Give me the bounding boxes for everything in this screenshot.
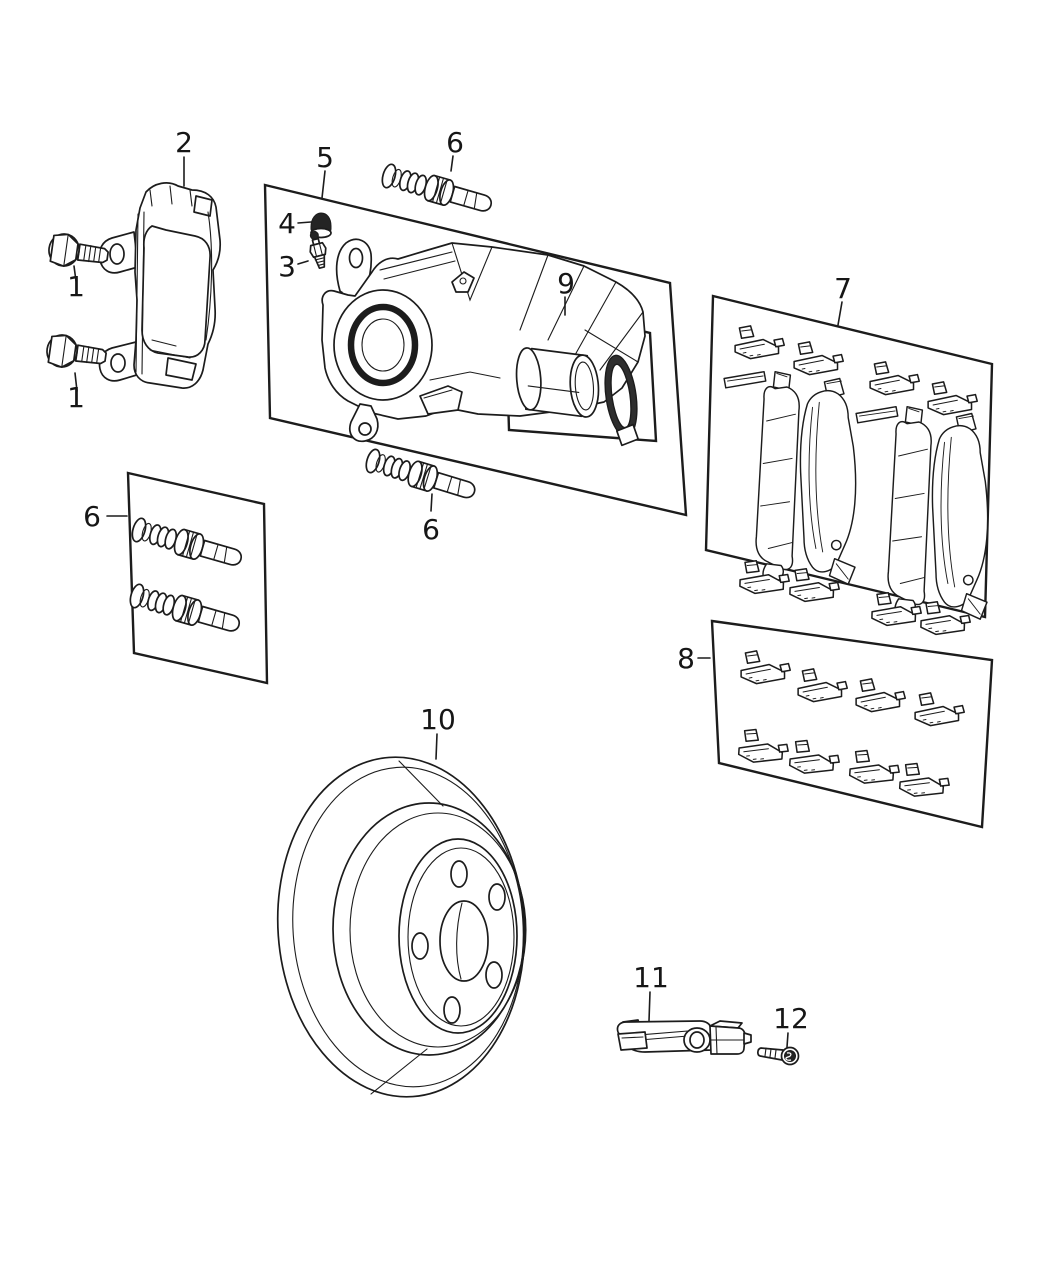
callout-2: 2	[175, 126, 193, 159]
callout-8: 8	[677, 642, 695, 675]
callout-7: 7	[834, 272, 852, 305]
callout-1-bottom: 1	[67, 381, 85, 414]
callout-5: 5	[316, 141, 334, 174]
caliper-housing	[321, 238, 646, 443]
guide-pin-top	[378, 160, 496, 219]
hardware-clip	[795, 666, 851, 707]
mounting-bolt-top	[48, 233, 109, 267]
callout-6-middle: 6	[422, 513, 440, 546]
callout-12: 12	[773, 1002, 809, 1035]
guide-pin-middle	[362, 445, 480, 506]
leader-line	[430, 493, 433, 512]
callout-labels: 1 1 2 5 6 4 3 9 6 6 7 8 10 11 12	[67, 126, 852, 1035]
guide-pin-kit-box	[126, 471, 269, 685]
leader-line	[648, 991, 651, 1022]
callout-9: 9	[557, 267, 575, 300]
caliper-adapter-bracket	[98, 182, 222, 389]
mounting-bolt-bottom	[46, 334, 107, 368]
hardware-kit-box	[710, 619, 994, 829]
guide-pin-kit-pin-1	[128, 514, 246, 573]
guide-pin-kit-pin-2	[126, 580, 244, 639]
hardware-clip	[787, 737, 843, 781]
leader-line	[297, 221, 312, 224]
brake-pad-pair-left	[723, 370, 857, 585]
leader-line	[786, 1032, 789, 1048]
piston-boot-seal	[604, 354, 640, 447]
hardware-clip	[847, 747, 903, 791]
wheel-speed-sensor	[616, 1019, 752, 1055]
leader-line	[837, 301, 843, 326]
brake-pad-kit-box	[704, 294, 994, 619]
hardware-clip	[738, 648, 794, 689]
hardware-clip	[853, 676, 909, 717]
callout-6-top: 6	[446, 126, 464, 159]
leader-line	[450, 155, 454, 172]
leader-line	[435, 733, 438, 760]
callout-10: 10	[420, 703, 456, 736]
caliper-kit-box	[263, 183, 688, 517]
leader-lines	[73, 155, 843, 1048]
leader-line	[74, 372, 78, 392]
pad-clip	[867, 359, 923, 400]
callout-6-box: 6	[83, 500, 101, 533]
pad-clip	[791, 339, 847, 380]
sensor-screw	[757, 1046, 800, 1066]
hardware-clip	[736, 726, 792, 770]
bleeder-screw	[309, 230, 327, 270]
caliper-piston	[515, 347, 600, 418]
pad-clip	[732, 323, 788, 364]
brake-pad-pair-right	[855, 405, 989, 620]
brake-rotor	[276, 756, 527, 1098]
leader-line	[297, 260, 309, 265]
callout-11: 11	[633, 961, 669, 994]
leader-line	[321, 170, 326, 199]
callout-4: 4	[278, 207, 296, 240]
leader-line	[73, 265, 77, 282]
hardware-clip	[912, 690, 968, 731]
callout-1-top: 1	[67, 270, 85, 303]
hardware-clip	[897, 760, 953, 804]
callout-3: 3	[278, 250, 296, 283]
